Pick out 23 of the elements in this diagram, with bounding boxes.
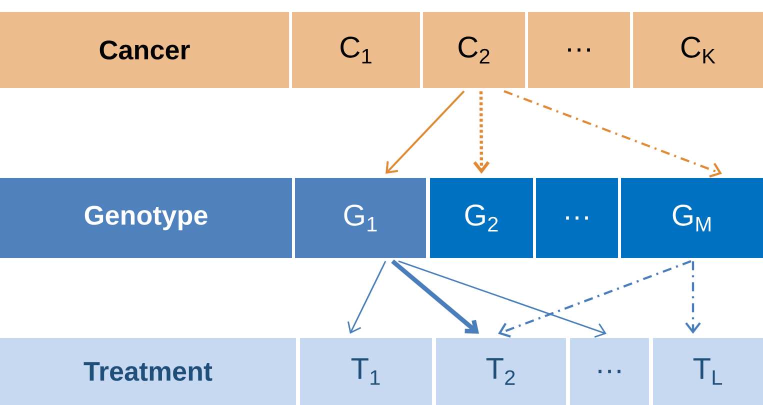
arrow — [386, 90, 465, 174]
table-cell: G$_{1}$ — [295, 178, 426, 258]
arrow — [473, 91, 490, 174]
arrow — [398, 260, 606, 338]
arrow — [391, 259, 479, 334]
table-cell: T$_{2}$ — [436, 338, 566, 405]
table-cell: G$_{M}$ — [621, 178, 763, 258]
table-cell: T$_{1}$ — [300, 338, 432, 405]
table-cell: … — [570, 338, 649, 405]
table-cell: T$_{L}$ — [653, 338, 763, 405]
table-cell: … — [536, 178, 618, 258]
table-cell: C$_{K}$ — [633, 12, 763, 88]
row-header: Genotype — [0, 178, 292, 258]
table-cell: G$_{2}$ — [430, 178, 533, 258]
arrow — [498, 260, 692, 338]
table-cell: … — [528, 12, 630, 88]
arrow — [347, 260, 386, 334]
arrow — [685, 261, 701, 334]
arrow — [504, 90, 722, 178]
table-cell: C$_{1}$ — [292, 12, 420, 88]
row-header: Treatment — [0, 338, 296, 405]
row-header: Cancer — [0, 12, 289, 88]
table-cell: C$_{2}$ — [423, 12, 525, 88]
